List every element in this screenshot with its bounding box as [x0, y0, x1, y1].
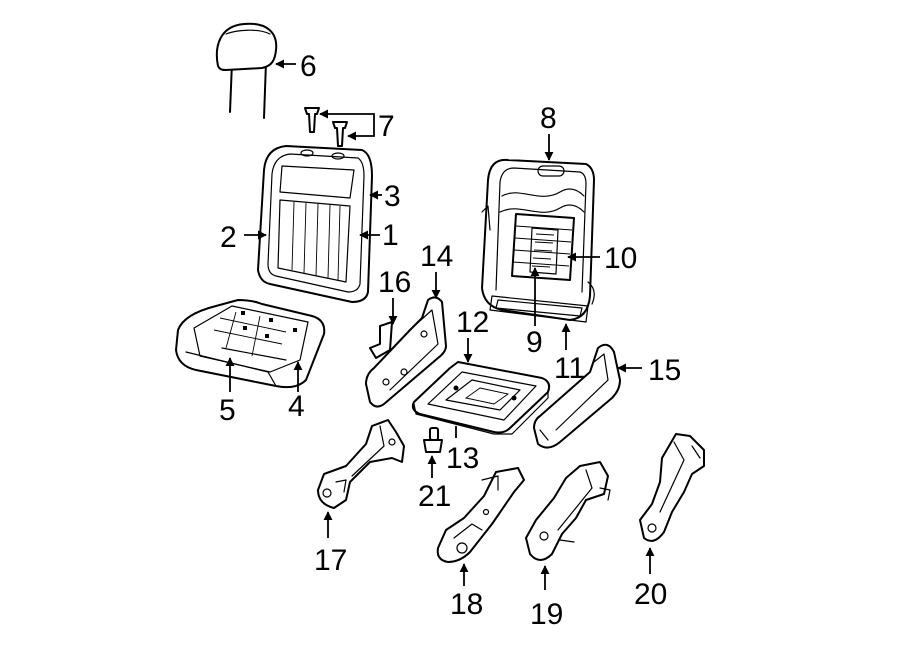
track-18-part: [436, 467, 525, 563]
headrest-guides-part: [304, 107, 348, 147]
seat-pan-part: [411, 361, 551, 435]
seat-cushion-part: [175, 299, 326, 389]
callout-6: 6: [300, 50, 317, 83]
callout-10: 10: [604, 242, 637, 275]
callout-13: 13: [446, 442, 479, 475]
callout-9: 9: [526, 326, 543, 359]
callout-14: 14: [420, 240, 453, 273]
inboard-shield-part: [365, 296, 447, 408]
callout-12: 12: [456, 306, 489, 339]
callout-16: 16: [378, 266, 411, 299]
callout-20: 20: [634, 578, 667, 611]
callout-labels: 6 7 3 2 1 5 4 8 10 9 11 12 13 14 16 15 2…: [219, 50, 681, 631]
callout-4: 4: [288, 390, 305, 423]
fastener-part: [423, 427, 443, 453]
callout-5: 5: [219, 394, 236, 427]
callout-19: 19: [530, 598, 563, 631]
track-19-part: [525, 461, 611, 561]
outboard-shield-part: [533, 343, 621, 449]
callout-15: 15: [648, 354, 681, 387]
seat-back-cushion-part: [257, 145, 373, 303]
callout-3: 3: [384, 180, 401, 213]
callout-1: 1: [382, 219, 399, 252]
bracket-7: [366, 113, 375, 137]
callout-17: 17: [314, 544, 347, 577]
outboard-track-part: [639, 433, 705, 542]
callout-8: 8: [540, 102, 557, 135]
callout-21: 21: [418, 480, 451, 513]
seat-back-frame-part: [481, 158, 595, 323]
callout-11: 11: [554, 352, 585, 385]
callout-2: 2: [220, 221, 237, 254]
headrest-part: [215, 22, 278, 119]
callout-7: 7: [378, 110, 395, 143]
callout-18: 18: [450, 588, 483, 621]
inboard-track-part: [317, 419, 405, 509]
leader-lines: [225, 59, 655, 590]
